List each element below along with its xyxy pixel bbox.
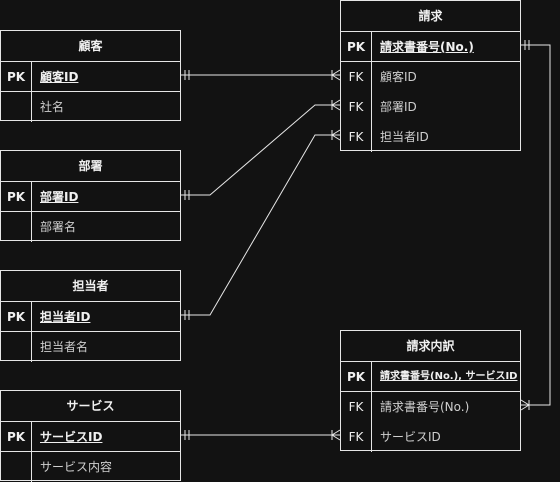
- entity-title: 請求: [341, 1, 520, 32]
- fk-row: FK サービスID: [341, 422, 520, 452]
- relation-department-invoice: [181, 99, 341, 200]
- fk-label: FK: [341, 122, 372, 152]
- entity-invoice[interactable]: 請求 PK 請求書番号(No.) FK 顧客ID FK 部署ID FK 担当者I…: [340, 0, 521, 152]
- entity-person[interactable]: 担当者 PK 担当者ID 担当者名: [0, 270, 181, 362]
- attr-field: 社名: [40, 100, 65, 114]
- pk-field: 担当者ID: [40, 310, 91, 324]
- pk-field: 顧客ID: [40, 70, 79, 84]
- pk-label: PK: [1, 182, 32, 211]
- key-label: [1, 92, 32, 122]
- attr-row: 部署名: [1, 212, 180, 242]
- pk-row: PK 請求書番号(No.): [341, 32, 520, 62]
- fk-row: FK 顧客ID: [341, 62, 520, 92]
- attr-field: サービス内容: [40, 460, 113, 474]
- entity-service[interactable]: サービス PK サービスID サービス内容: [0, 390, 181, 482]
- attr-row: 担当者名: [1, 332, 180, 362]
- relation-customer-invoice: [181, 69, 341, 81]
- entity-department[interactable]: 部署 PK 部署ID 部署名: [0, 150, 181, 242]
- attr-row: サービス内容: [1, 452, 180, 482]
- entity-title: サービス: [1, 391, 180, 422]
- fk-field: 請求書番号(No.): [380, 400, 470, 414]
- pk-row: PK サービスID: [1, 422, 180, 452]
- pk-row: PK 担当者ID: [1, 302, 180, 332]
- pk-field: 請求書番号(No.), サービスID: [380, 371, 518, 382]
- key-label: [1, 332, 32, 362]
- entity-title: 顧客: [1, 31, 180, 62]
- pk-field: サービスID: [40, 430, 103, 444]
- fk-row: FK 部署ID: [341, 92, 520, 122]
- key-label: [1, 452, 32, 482]
- pk-row: PK 顧客ID: [1, 62, 180, 92]
- fk-label: FK: [341, 422, 372, 452]
- pk-row: PK 請求書番号(No.), サービスID: [341, 362, 520, 392]
- entity-title: 請求内訳: [341, 331, 520, 362]
- pk-label: PK: [1, 62, 32, 91]
- pk-row: PK 部署ID: [1, 182, 180, 212]
- fk-label: FK: [341, 62, 372, 92]
- fk-field: 部署ID: [380, 100, 417, 114]
- fk-label: FK: [341, 392, 372, 422]
- key-label: [1, 212, 32, 242]
- attr-field: 担当者名: [40, 340, 89, 354]
- fk-row: FK 請求書番号(No.): [341, 392, 520, 422]
- pk-field: 部署ID: [40, 190, 79, 204]
- pk-field: 請求書番号(No.): [380, 40, 474, 54]
- entity-title: 部署: [1, 151, 180, 182]
- entity-title: 担当者: [1, 271, 180, 302]
- fk-row: FK 担当者ID: [341, 122, 520, 152]
- pk-label: PK: [341, 362, 372, 391]
- attr-row: 社名: [1, 92, 180, 122]
- relation-person-invoice: [181, 129, 341, 320]
- relation-invoice-detail: [520, 40, 551, 411]
- pk-label: PK: [341, 32, 372, 61]
- pk-label: PK: [1, 422, 32, 451]
- relation-service-detail: [181, 429, 341, 441]
- fk-field: サービスID: [380, 430, 441, 444]
- fk-field: 担当者ID: [380, 130, 429, 144]
- entity-customer[interactable]: 顧客 PK 顧客ID 社名: [0, 30, 181, 122]
- pk-label: PK: [1, 302, 32, 331]
- attr-field: 部署名: [40, 220, 77, 234]
- fk-label: FK: [341, 92, 372, 122]
- entity-invoice-detail[interactable]: 請求内訳 PK 請求書番号(No.), サービスID FK 請求書番号(No.)…: [340, 330, 521, 452]
- fk-field: 顧客ID: [380, 70, 417, 84]
